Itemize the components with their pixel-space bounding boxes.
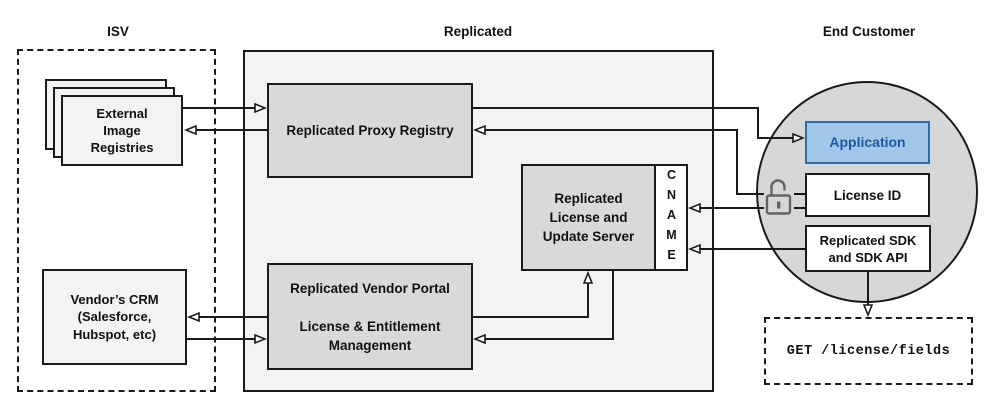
- replicated-sdk-label: Replicated SDK and SDK API: [819, 232, 917, 265]
- get-license-fields-node: GET /license/fields: [764, 317, 973, 385]
- cname-label: CNAME: [664, 167, 679, 268]
- end-customer-section-label: End Customer: [822, 24, 916, 39]
- license-update-server-node: Replicated License and Update Server: [521, 164, 656, 271]
- replicated-vendor-portal-label: Replicated Vendor Portal License & Entit…: [290, 280, 450, 353]
- replicated-proxy-registry-label: Replicated Proxy Registry: [286, 123, 454, 138]
- license-update-server-label: Replicated License and Update Server: [542, 191, 635, 244]
- replicated-section-label: Replicated: [443, 24, 513, 39]
- replicated-proxy-registry-node: Replicated Proxy Registry: [267, 83, 473, 178]
- vendors-crm-node: Vendor’s CRM (Salesforce, Hubspot, etc): [42, 269, 187, 365]
- application-node: Application: [805, 121, 930, 164]
- external-image-registries-node: External Image Registries: [61, 95, 183, 166]
- license-id-node: License ID: [805, 173, 930, 217]
- vendors-crm-label: Vendor’s CRM (Salesforce, Hubspot, etc): [70, 291, 159, 342]
- isv-section-label: ISV: [107, 24, 129, 39]
- replicated-sdk-node: Replicated SDK and SDK API: [805, 225, 931, 272]
- application-label: Application: [829, 134, 906, 150]
- get-license-fields-label: GET /license/fields: [786, 343, 951, 359]
- external-image-registries-label: External Image Registries: [90, 106, 154, 155]
- cname-node: CNAME: [654, 164, 688, 271]
- license-id-label: License ID: [833, 187, 902, 203]
- replicated-vendor-portal-node: Replicated Vendor Portal License & Entit…: [267, 263, 473, 370]
